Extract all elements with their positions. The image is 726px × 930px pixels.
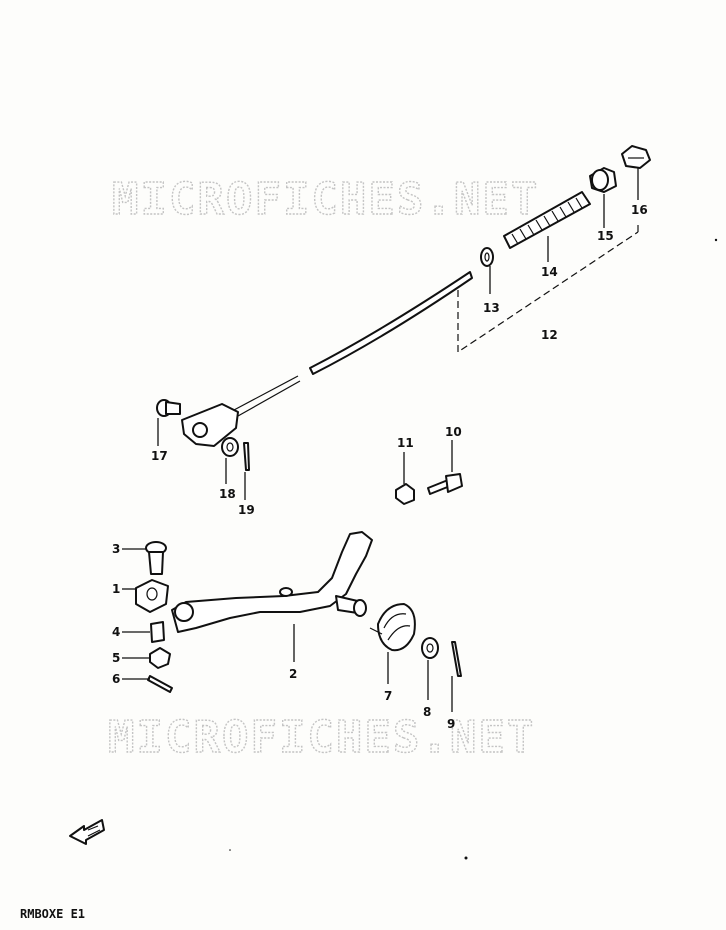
washer-18 [221,437,239,457]
callout-19: 19 [238,503,255,517]
callout-10: 10 [445,425,462,439]
cotter-pin-9 [451,641,462,677]
callout-11: 11 [397,436,414,450]
callout-18: 18 [219,487,236,501]
leader-lines [122,168,639,712]
spacer-4 [150,621,165,643]
callout-7: 7 [384,689,392,703]
callout-5: 5 [112,651,120,665]
pin-17 [156,399,181,417]
cotter-pin-19 [243,442,250,471]
nut-11 [395,483,415,505]
callout-6: 6 [112,672,120,686]
adjusting-nut-16 [621,145,651,169]
washer-13 [480,247,494,267]
callout-16: 16 [631,203,648,217]
callouts: 3 1 4 5 6 2 7 8 9 10 11 12 13 14 15 16 1… [112,203,648,731]
brake-rod-assembly [156,145,651,471]
callout-3: 3 [112,542,120,556]
callout-1: 1 [112,582,120,596]
callout-14: 14 [541,265,558,279]
cotter-pin-6 [147,675,173,693]
clamp-1 [135,579,169,613]
spring-14 [503,191,591,249]
callout-12: 12 [541,328,558,342]
return-spring-7 [369,603,416,652]
callout-8: 8 [423,705,431,719]
bolt-10 [427,473,463,495]
callout-2: 2 [289,667,297,681]
callout-13: 13 [483,301,500,315]
assembly-bracket-12 [457,231,639,354]
callout-17: 17 [151,449,168,463]
brake-rod-lower-segment [233,375,301,417]
callout-9: 9 [447,717,455,731]
joint-nut-15 [589,167,617,193]
brake-pedal-2 [171,531,373,633]
bolt-3 [145,541,167,575]
callout-15: 15 [597,229,614,243]
nut-5 [149,647,171,669]
brake-rod-upper-segment [309,271,473,375]
watermark-top: MICROFICHES.NET [112,174,539,225]
front-direction-arrow-icon [69,819,105,845]
drawing-code: RMBOXE E1 [20,907,85,921]
callout-4: 4 [112,625,120,639]
rod-joint-hole [192,422,208,438]
washer-8 [421,637,439,659]
watermark-bottom: MICROFICHES.NET [108,712,535,763]
